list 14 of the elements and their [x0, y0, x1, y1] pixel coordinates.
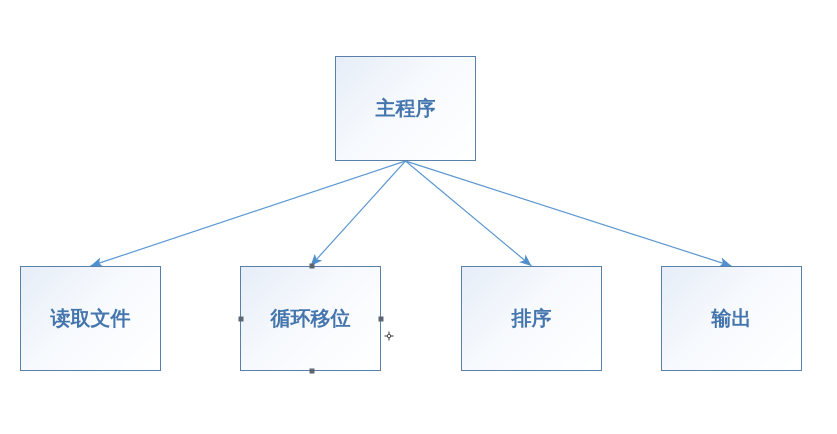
box-label: 排序: [512, 305, 552, 332]
arrow: [90, 160, 406, 267]
box-label: 输出: [712, 305, 752, 332]
process-box: [661, 266, 802, 371]
arrow: [405, 160, 732, 268]
process-box: [461, 266, 602, 371]
process-box: [240, 266, 381, 371]
process-box: [20, 266, 161, 371]
arrow: [310, 160, 406, 266]
box-label: 主程序: [376, 95, 436, 122]
process-box: [335, 56, 476, 161]
box-label: 循环移位: [270, 305, 350, 332]
arrow: [405, 160, 532, 266]
box-label: 读取文件: [50, 305, 130, 332]
